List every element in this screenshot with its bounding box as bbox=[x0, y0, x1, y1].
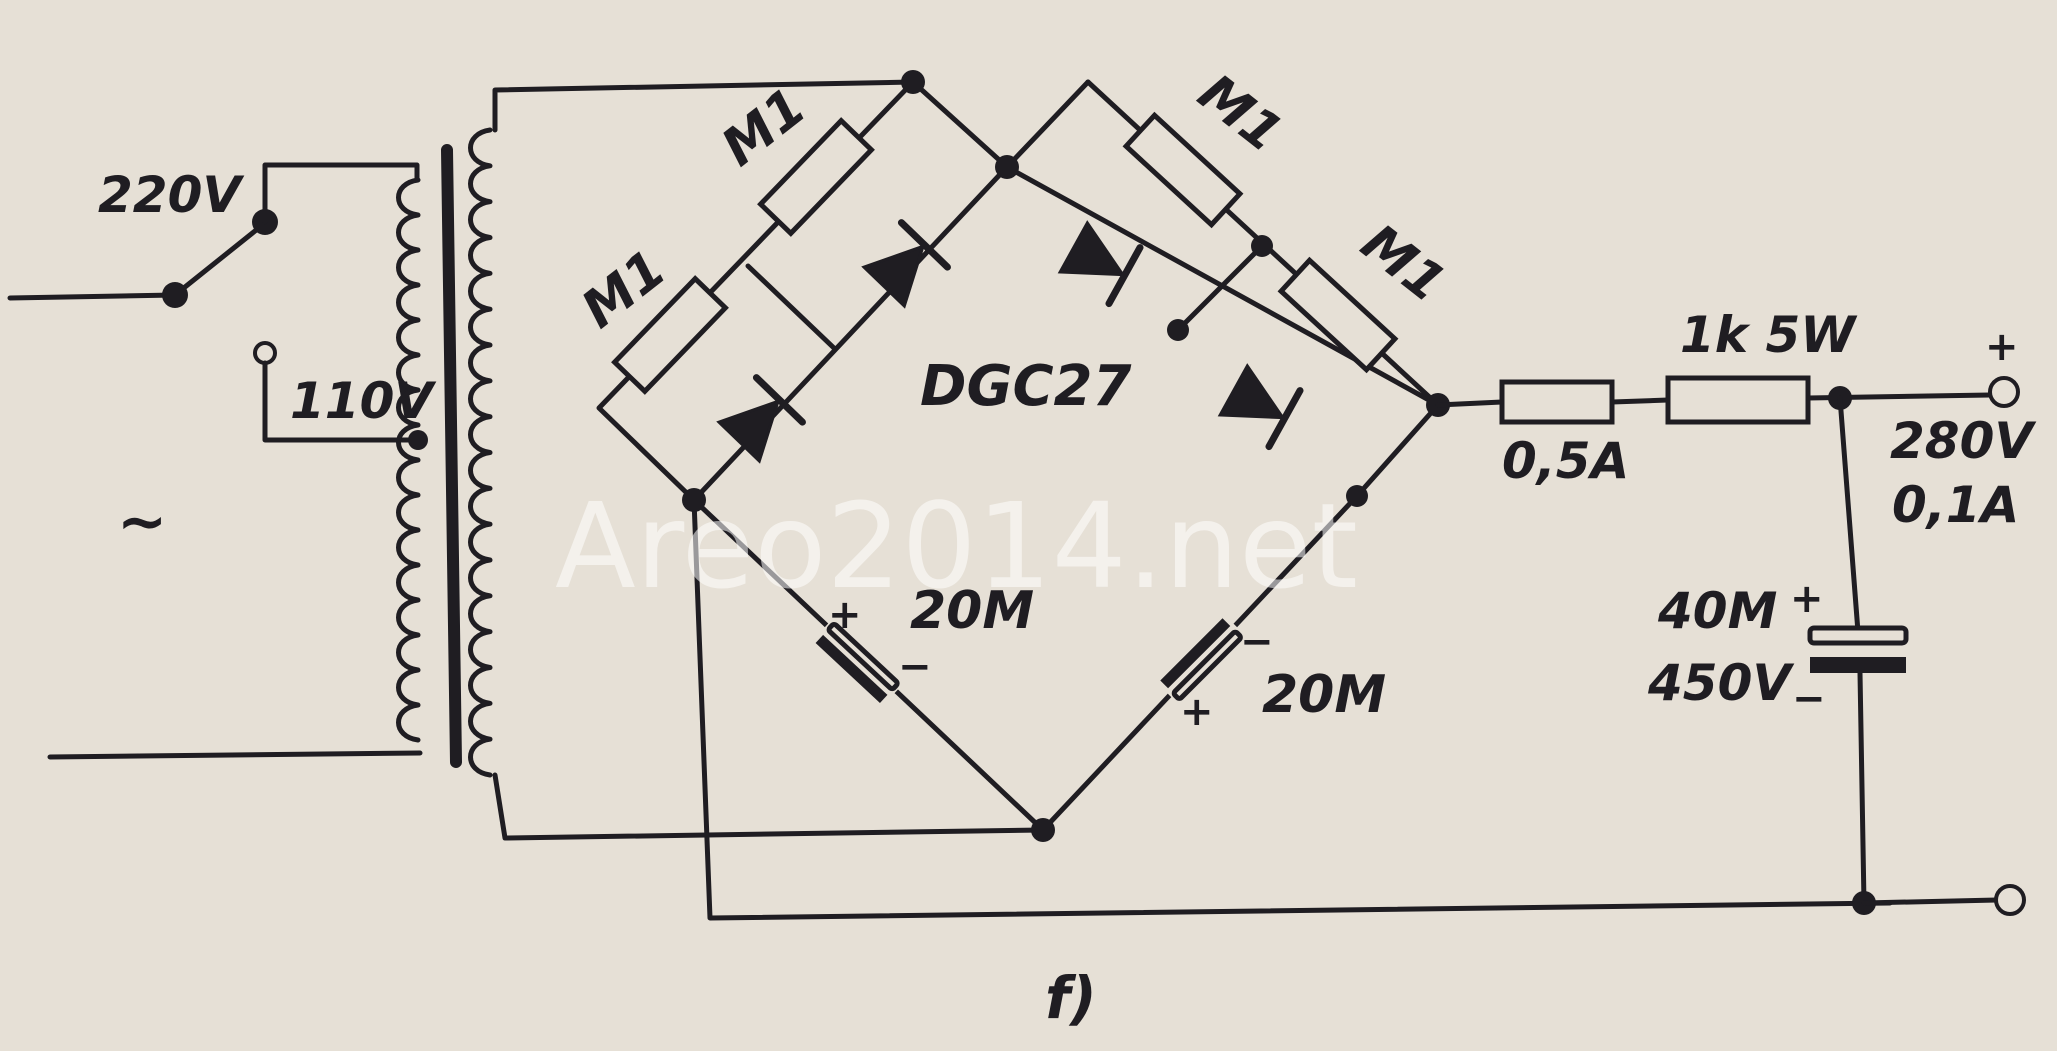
filter-cap-minus: − bbox=[1792, 676, 1826, 722]
node-upper bbox=[995, 155, 1019, 179]
output-plus-sign: + bbox=[1985, 324, 2019, 370]
diode-left-lower bbox=[716, 374, 806, 464]
diode-right-upper bbox=[1057, 220, 1144, 308]
label-filter-capacitance: 40M bbox=[1657, 582, 1777, 640]
label-series-resistor: 1k 5W bbox=[1680, 306, 1858, 364]
label-output-current: 0,1A bbox=[1892, 476, 2019, 534]
mains-input: 220V 110V ~ bbox=[7, 162, 436, 760]
secondary-winding bbox=[468, 127, 493, 778]
filter-cap-plus: + bbox=[1790, 576, 1824, 622]
label-resistor-right-lower: M1 bbox=[1350, 213, 1456, 314]
ground-return-wire bbox=[691, 497, 1893, 921]
wire-right-lower bbox=[1354, 402, 1441, 499]
ac-symbol: ~ bbox=[117, 487, 167, 557]
primary-winding bbox=[396, 177, 421, 743]
wire-fuse-to-resistor bbox=[1609, 397, 1671, 405]
secondary-bottom-wire bbox=[492, 772, 1046, 841]
label-fuse: 0,5A bbox=[1502, 432, 1629, 490]
node-right-lower bbox=[1346, 485, 1368, 507]
wire-top-to-upper bbox=[910, 79, 1010, 170]
node-right-mid-diode bbox=[1167, 319, 1189, 341]
fuse bbox=[1499, 379, 1615, 425]
node-right-mid-resistor bbox=[1251, 235, 1273, 257]
capacitor-right bbox=[1156, 614, 1248, 706]
transformer-core bbox=[441, 144, 462, 768]
mains-lead-bottom bbox=[47, 750, 423, 760]
wire-to-fuse bbox=[1435, 399, 1505, 408]
resistor-left-upper bbox=[757, 117, 875, 237]
label-filter-voltage: 450V bbox=[1647, 654, 1794, 712]
output-filter: 0,5A 1k 5W 40M 450V + − + 280V 0,1A bbox=[1435, 306, 2036, 916]
filter-cap-plate-negative bbox=[1810, 657, 1906, 673]
capacitor-left-minus: − bbox=[898, 644, 932, 690]
wire-to-output-minus bbox=[1861, 897, 2000, 906]
label-rectifier: DGC27 bbox=[920, 354, 1132, 419]
wire-diode-string-left bbox=[691, 164, 1010, 503]
node-top bbox=[901, 70, 925, 94]
diodes: DGC27 bbox=[716, 219, 1304, 464]
transformer bbox=[396, 127, 493, 778]
bleeder-tap-left bbox=[745, 263, 838, 352]
series-resistor bbox=[1665, 375, 1811, 425]
tap-220v-wire bbox=[262, 162, 420, 225]
wire-upper-to-right-res bbox=[1004, 79, 1091, 170]
diode-right-lower bbox=[1217, 363, 1304, 451]
wire-to-filter-cap bbox=[1837, 395, 1861, 635]
label-capacitor-left: 20M bbox=[910, 581, 1034, 641]
node-left bbox=[682, 488, 706, 512]
diode-left-upper bbox=[861, 219, 951, 309]
figure-caption: f) bbox=[1045, 964, 1097, 1032]
secondary-top-wire bbox=[492, 79, 916, 133]
capacitor-left-plus: + bbox=[828, 592, 862, 638]
label-220v: 220V bbox=[98, 166, 244, 224]
tap-110v-wire bbox=[262, 360, 421, 443]
resistor-right-upper bbox=[1122, 111, 1244, 229]
capacitor-right-minus: − bbox=[1240, 619, 1274, 665]
watermark: Areo2014.net bbox=[555, 477, 1358, 615]
bridge-capacitors: + − − + 20M 20M bbox=[811, 581, 1386, 735]
label-output-voltage: 280V bbox=[1890, 412, 2036, 470]
mains-lead-top bbox=[7, 292, 178, 301]
capacitor-left bbox=[811, 617, 905, 707]
capacitor-right-plus: + bbox=[1180, 689, 1214, 735]
tap-110v-node bbox=[408, 430, 428, 450]
label-110v: 110V bbox=[290, 372, 436, 430]
switch-pivot bbox=[162, 282, 188, 308]
label-resistor-right-upper: M1 bbox=[1187, 63, 1293, 164]
label-capacitor-right: 20M bbox=[1262, 665, 1386, 725]
bleeder-tap-right bbox=[1175, 243, 1265, 333]
resistor-left-lower bbox=[611, 275, 729, 395]
output-terminal-minus bbox=[1994, 884, 2026, 916]
voltage-selector-switch bbox=[172, 220, 268, 298]
resistor-right-lower bbox=[1277, 256, 1399, 374]
switch-contact-110v bbox=[253, 341, 277, 365]
node-bottom bbox=[1031, 818, 1055, 842]
wire-filter-cap-to-ground bbox=[1857, 670, 1867, 906]
filter-cap-plate-positive bbox=[1807, 625, 1909, 646]
output-terminal-plus bbox=[1988, 376, 2020, 408]
